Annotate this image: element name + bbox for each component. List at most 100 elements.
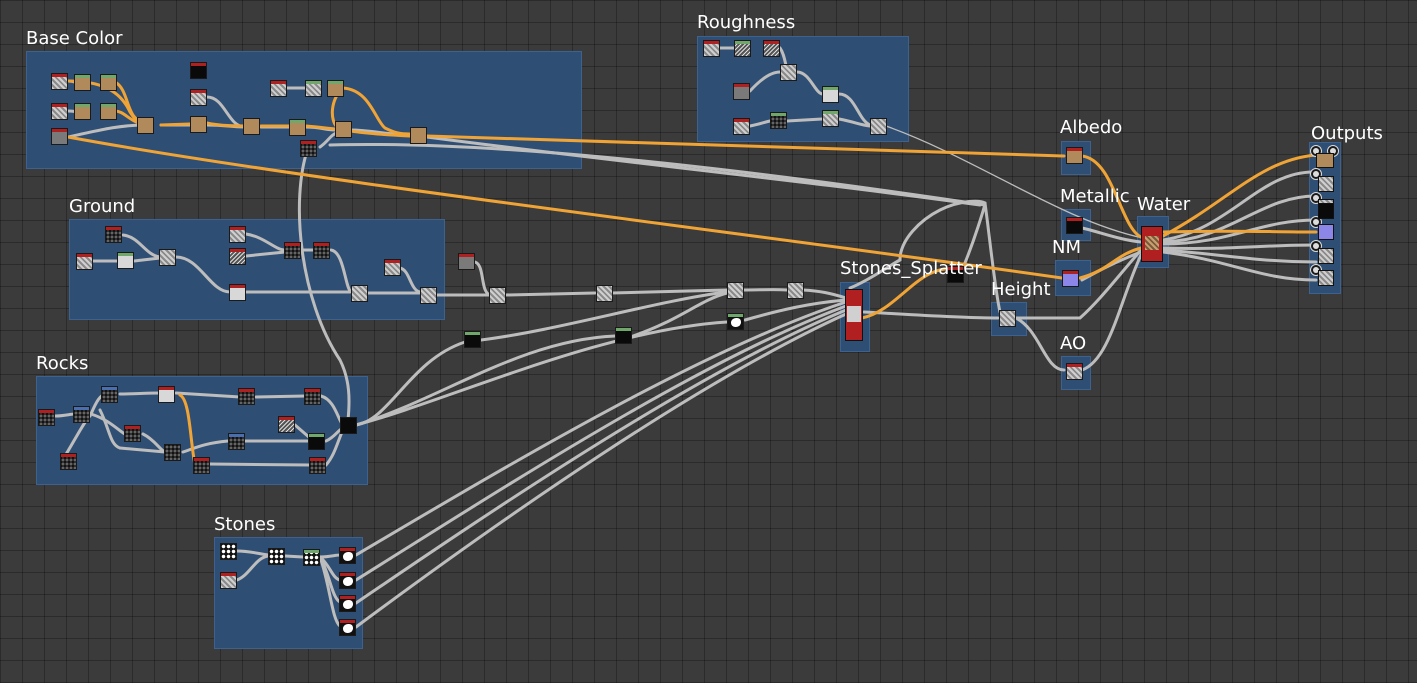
node-mask[interactable] bbox=[124, 425, 141, 442]
output-height[interactable] bbox=[1318, 203, 1334, 219]
node-mask[interactable] bbox=[73, 406, 90, 423]
frame-title-nm[interactable]: NM bbox=[1052, 237, 1081, 258]
node-mask[interactable] bbox=[300, 140, 317, 157]
output-extra[interactable] bbox=[1318, 270, 1334, 286]
node-height-output[interactable] bbox=[999, 310, 1016, 327]
node-blend[interactable] bbox=[159, 249, 176, 266]
node-shape[interactable] bbox=[339, 572, 356, 589]
node-shape[interactable] bbox=[339, 595, 356, 612]
node-noise[interactable] bbox=[763, 40, 780, 57]
node-mask[interactable] bbox=[238, 388, 255, 405]
node-blend[interactable] bbox=[727, 282, 744, 299]
node-blend[interactable] bbox=[351, 285, 368, 302]
node-texture[interactable] bbox=[822, 110, 839, 127]
node-mask[interactable] bbox=[284, 242, 301, 259]
node-mask[interactable] bbox=[313, 242, 330, 259]
node-levels[interactable] bbox=[158, 386, 175, 403]
node-shape[interactable] bbox=[727, 313, 744, 330]
output-roughness[interactable] bbox=[1318, 176, 1334, 192]
frame-title-rocks[interactable]: Rocks bbox=[36, 353, 89, 374]
node-mask[interactable] bbox=[105, 226, 122, 243]
node-color[interactable] bbox=[100, 74, 117, 91]
node-texture[interactable] bbox=[76, 253, 93, 270]
node-mask[interactable] bbox=[228, 433, 245, 450]
node-mask[interactable] bbox=[308, 433, 325, 450]
node-texture[interactable] bbox=[270, 80, 287, 97]
node-stones-splatter[interactable] bbox=[845, 289, 863, 341]
frame-title-roughness[interactable]: Roughness bbox=[697, 12, 796, 33]
node-blend[interactable] bbox=[190, 116, 207, 133]
node-texture[interactable] bbox=[733, 118, 750, 135]
frame-title-albedo[interactable]: Albedo bbox=[1060, 117, 1123, 138]
node-mask[interactable] bbox=[947, 266, 964, 283]
node-mask[interactable] bbox=[193, 457, 210, 474]
node-shape[interactable] bbox=[339, 547, 356, 564]
node-mask[interactable] bbox=[309, 457, 326, 474]
node-mask[interactable] bbox=[615, 327, 632, 344]
output-ao[interactable] bbox=[1318, 248, 1334, 264]
frame-title-water[interactable]: Water bbox=[1137, 194, 1191, 215]
node-texture[interactable] bbox=[229, 226, 246, 243]
node-albedo-output[interactable] bbox=[1066, 147, 1083, 164]
node-texture[interactable] bbox=[305, 80, 322, 97]
node-metallic-output[interactable] bbox=[1066, 217, 1083, 234]
frame-title-height[interactable]: Height bbox=[991, 279, 1051, 300]
node-noise[interactable] bbox=[734, 40, 751, 57]
node-mask[interactable] bbox=[190, 62, 207, 79]
frame-title-metallic[interactable]: Metallic bbox=[1060, 186, 1130, 207]
node-input[interactable] bbox=[458, 253, 475, 270]
node-color[interactable] bbox=[74, 74, 91, 91]
frame-title-ao[interactable]: AO bbox=[1060, 333, 1087, 354]
frame-title-outputs[interactable]: Outputs bbox=[1311, 123, 1383, 144]
node-mask[interactable] bbox=[770, 112, 787, 129]
output-basecolor[interactable] bbox=[1316, 153, 1334, 168]
node-mask[interactable] bbox=[101, 386, 118, 403]
wire bbox=[1161, 250, 1318, 282]
node-normal-output[interactable] bbox=[1062, 270, 1079, 287]
node-color[interactable] bbox=[289, 119, 306, 136]
node-mask[interactable] bbox=[164, 444, 181, 461]
node-blend[interactable] bbox=[340, 417, 357, 434]
node-shape[interactable] bbox=[339, 619, 356, 636]
node-input[interactable] bbox=[51, 128, 68, 145]
node-color[interactable] bbox=[327, 80, 344, 97]
node-blend[interactable] bbox=[870, 118, 887, 135]
node-noise[interactable] bbox=[229, 248, 246, 265]
node-texture[interactable] bbox=[190, 89, 207, 106]
node-tile[interactable] bbox=[303, 549, 320, 566]
node-mask[interactable] bbox=[60, 453, 77, 470]
node-texture[interactable] bbox=[384, 259, 401, 276]
output-normal[interactable] bbox=[1318, 224, 1334, 240]
node-mask[interactable] bbox=[38, 409, 55, 426]
node-tile[interactable] bbox=[268, 548, 285, 565]
node-input[interactable] bbox=[733, 83, 750, 100]
node-blend[interactable] bbox=[243, 118, 260, 135]
frame-title-ground[interactable]: Ground bbox=[69, 196, 136, 217]
frame-title-base-color[interactable]: Base Color bbox=[26, 28, 123, 49]
node-color[interactable] bbox=[100, 103, 117, 120]
node-texture[interactable] bbox=[51, 103, 68, 120]
frame-title-stones[interactable]: Stones bbox=[214, 514, 276, 535]
node-tile[interactable] bbox=[220, 543, 237, 560]
node-levels[interactable] bbox=[229, 284, 246, 301]
node-texture[interactable] bbox=[220, 572, 237, 589]
node-blend[interactable] bbox=[420, 287, 437, 304]
node-blend[interactable] bbox=[137, 117, 154, 134]
node-blend[interactable] bbox=[410, 127, 427, 144]
node-texture[interactable] bbox=[703, 40, 720, 57]
node-texture[interactable] bbox=[51, 73, 68, 90]
node-noise[interactable] bbox=[278, 416, 295, 433]
node-blend[interactable] bbox=[489, 287, 506, 304]
node-color[interactable] bbox=[74, 103, 91, 120]
node-mask[interactable] bbox=[464, 331, 481, 348]
node-water[interactable] bbox=[1141, 226, 1163, 262]
node-blend[interactable] bbox=[787, 282, 804, 299]
node-mask[interactable] bbox=[304, 388, 321, 405]
node-blend[interactable] bbox=[596, 285, 613, 302]
frame-title-stones-splatter[interactable]: Stones_Splatter bbox=[840, 258, 982, 279]
node-levels[interactable] bbox=[117, 252, 134, 269]
node-levels[interactable] bbox=[822, 86, 839, 103]
node-levels[interactable] bbox=[780, 64, 797, 81]
node-ao-output[interactable] bbox=[1066, 363, 1083, 380]
node-blend[interactable] bbox=[335, 121, 352, 138]
